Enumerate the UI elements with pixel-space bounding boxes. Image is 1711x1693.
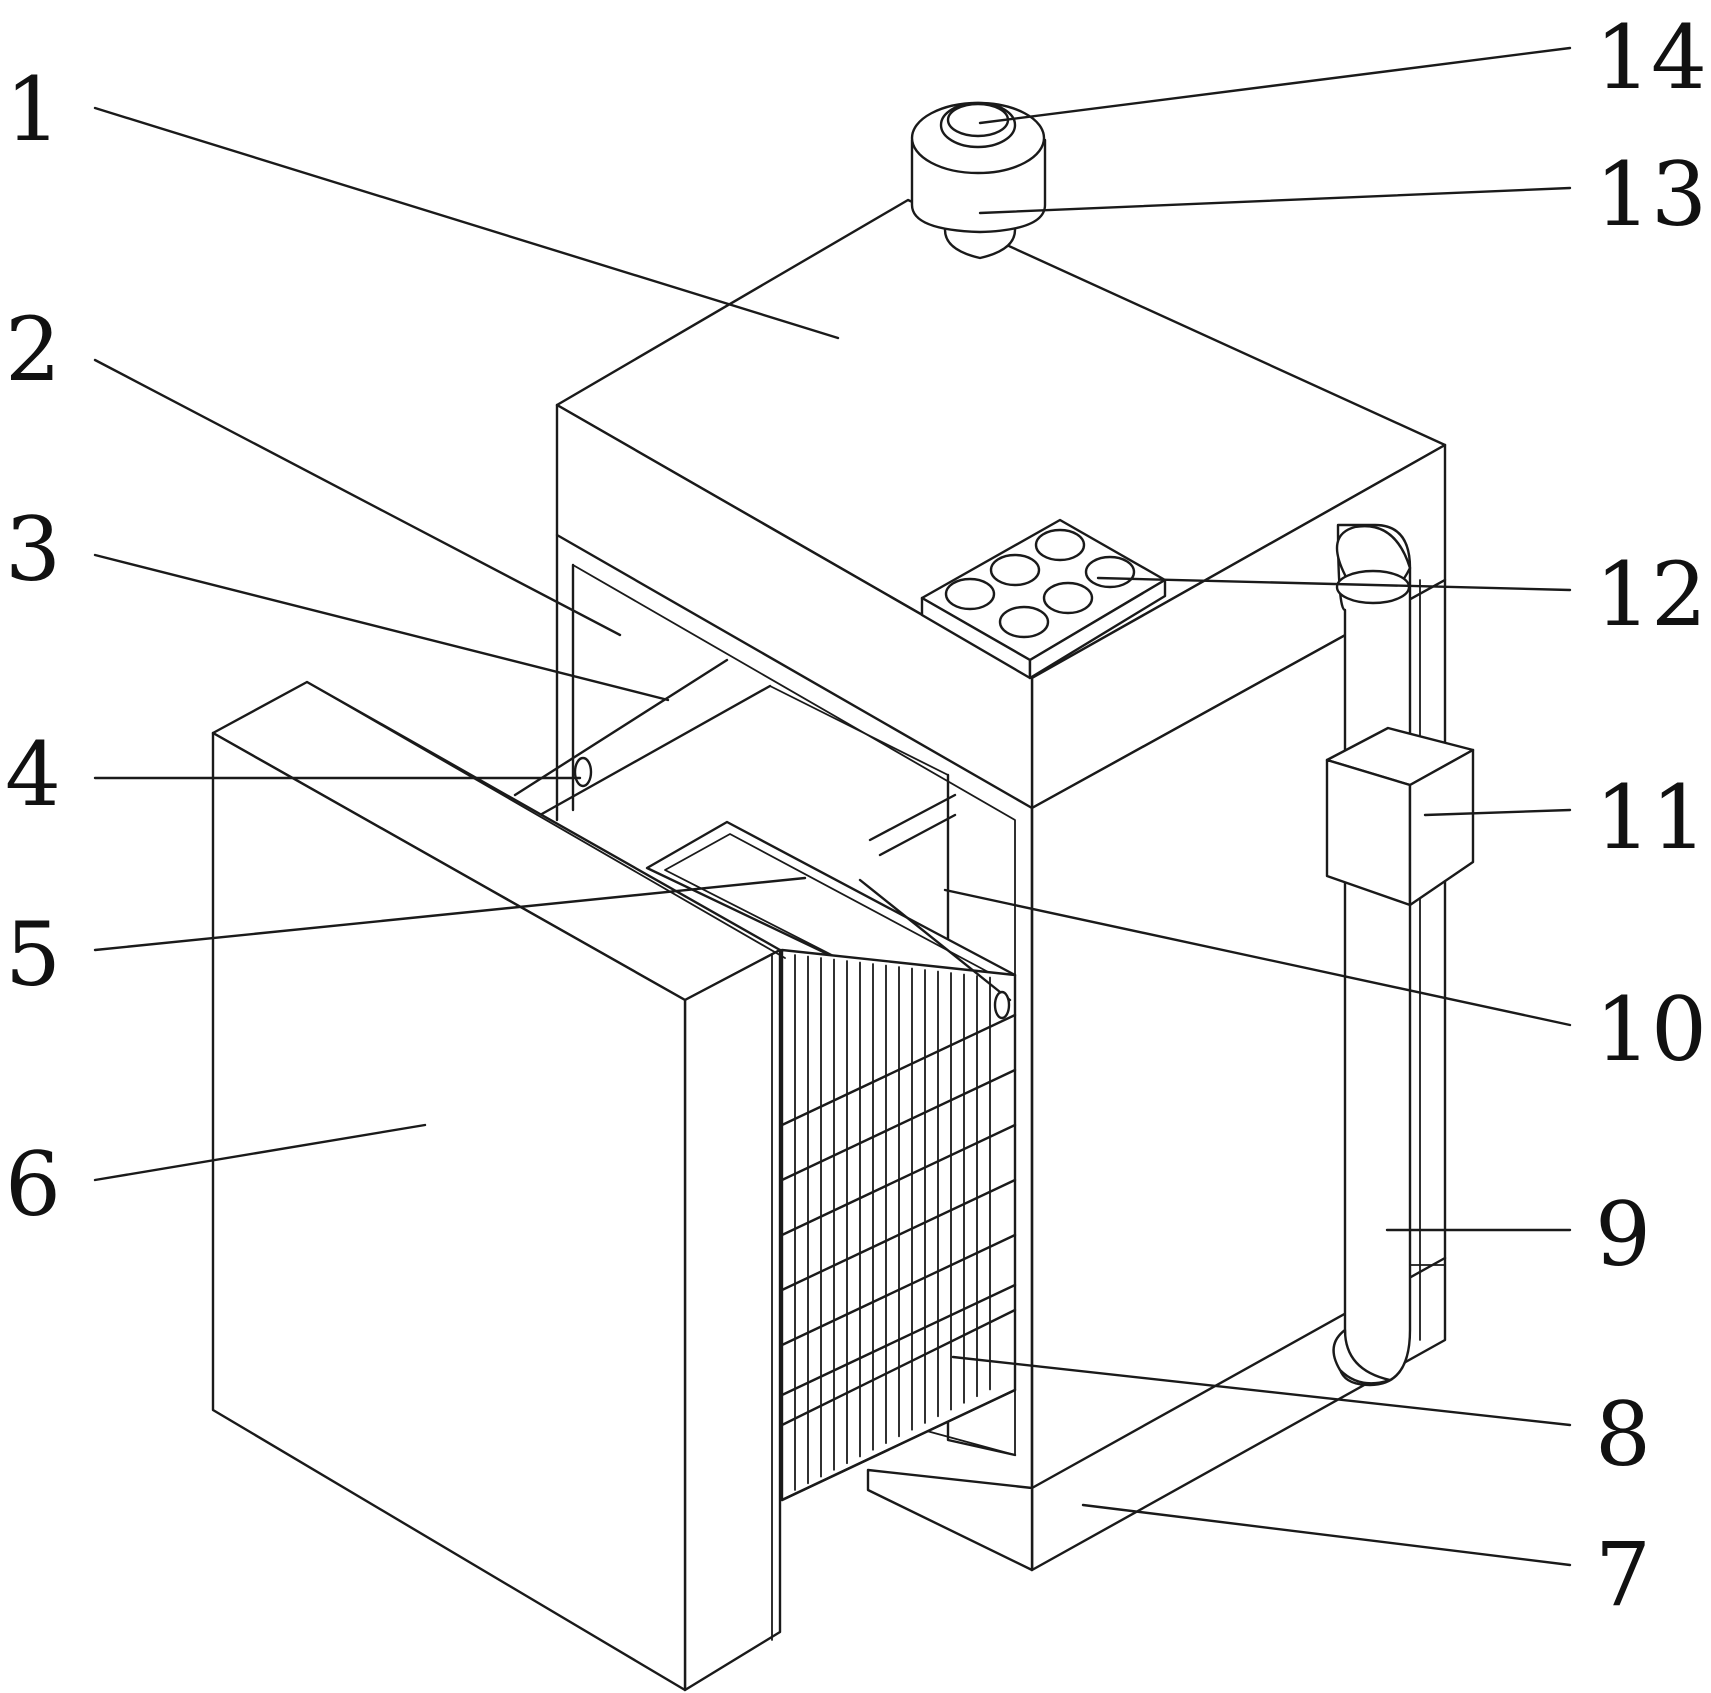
panel-button bbox=[998, 605, 1050, 639]
callout-5: 5 bbox=[5, 903, 61, 1006]
leader-3 bbox=[93, 553, 670, 702]
base-front bbox=[866, 1468, 1034, 1572]
callout-3: 3 bbox=[5, 498, 61, 601]
guide-rod-lower bbox=[538, 684, 772, 817]
leader-11 bbox=[1423, 808, 1572, 817]
callout-11: 11 bbox=[1595, 766, 1707, 869]
leader-1 bbox=[93, 106, 840, 340]
callout-labels: 1 2 3 4 5 6 7 8 9 10 11 12 13 14 bbox=[5, 6, 1707, 1626]
leader-8 bbox=[951, 1355, 1572, 1427]
drawer-rack bbox=[645, 793, 1017, 1502]
side-pipe-assembly bbox=[1325, 523, 1475, 1387]
rack-shelf bbox=[780, 1013, 1017, 1127]
callout-14: 14 bbox=[1595, 6, 1707, 109]
rod-bracket bbox=[769, 685, 949, 776]
rack-shelf bbox=[780, 1283, 1017, 1397]
rack-rod-end bbox=[993, 990, 1011, 1020]
leader-7 bbox=[1081, 1503, 1572, 1567]
leader-14 bbox=[978, 46, 1572, 125]
callout-2: 2 bbox=[5, 298, 61, 401]
guide-rod-upper bbox=[513, 658, 729, 797]
rack-rod bbox=[858, 878, 1012, 1002]
panel-button bbox=[989, 553, 1041, 587]
rod-collar bbox=[573, 756, 593, 788]
control-panel bbox=[920, 518, 1167, 680]
door-side-edge bbox=[683, 948, 782, 1692]
leader-12 bbox=[1096, 576, 1572, 592]
rack-bottom-edge bbox=[780, 1388, 1017, 1502]
callout-9: 9 bbox=[1595, 1183, 1651, 1286]
leader-13 bbox=[978, 186, 1572, 215]
rack-rail bbox=[878, 813, 957, 857]
pipe-upper-opening bbox=[1335, 569, 1411, 605]
rack-shelf bbox=[780, 1068, 1017, 1182]
callout-12: 12 bbox=[1595, 543, 1707, 646]
panel-button bbox=[1042, 581, 1094, 615]
rack-rail bbox=[868, 793, 957, 842]
leader-10 bbox=[943, 888, 1572, 1027]
pipe-lower-elbow bbox=[1332, 1328, 1392, 1385]
callout-4: 4 bbox=[5, 723, 61, 826]
leader-5 bbox=[93, 876, 807, 952]
rack-shelf bbox=[780, 1123, 1017, 1237]
callout-1: 1 bbox=[5, 58, 61, 161]
door-front-face bbox=[211, 731, 687, 1692]
panel-button bbox=[1034, 528, 1086, 562]
rack-bottom-shelf bbox=[780, 1308, 1017, 1427]
side-pipe bbox=[1336, 523, 1412, 1387]
panel-button bbox=[944, 577, 996, 611]
door-hinge-line bbox=[306, 681, 786, 959]
callout-10: 10 bbox=[1595, 978, 1707, 1081]
leader-2 bbox=[93, 358, 622, 637]
callout-13: 13 bbox=[1595, 143, 1707, 246]
panel-side bbox=[1028, 578, 1167, 680]
callout-6: 6 bbox=[5, 1133, 61, 1236]
leader-6 bbox=[93, 1123, 427, 1182]
exhaust-fan bbox=[910, 101, 1047, 260]
callout-8: 8 bbox=[1595, 1383, 1651, 1486]
rack-shelf bbox=[780, 1178, 1017, 1292]
callout-7: 7 bbox=[1595, 1523, 1651, 1626]
leader-lines bbox=[93, 46, 1572, 1567]
panel-button bbox=[1084, 555, 1136, 589]
clamp-side bbox=[1408, 748, 1475, 907]
rack-shelf bbox=[780, 1233, 1017, 1347]
cabinet-door bbox=[211, 680, 786, 1692]
rack-shelves bbox=[780, 1013, 1017, 1397]
